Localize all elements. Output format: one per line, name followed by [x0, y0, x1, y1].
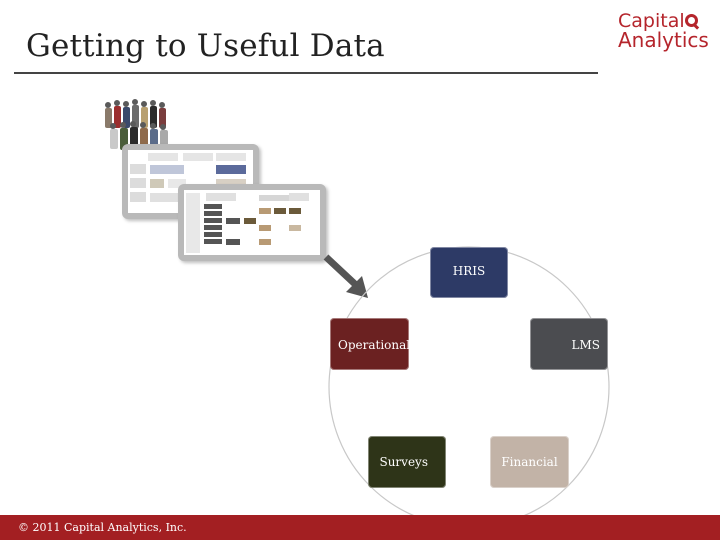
hris-label: HRIS: [452, 264, 486, 278]
down-right-arrow-icon: [323, 254, 368, 298]
title-underline: [14, 72, 598, 74]
logo-line-2: Analytics: [618, 28, 709, 52]
company-logo: Capital Analytics: [618, 10, 709, 58]
operational-label: Operational: [338, 338, 411, 352]
logo-line-1: Capital: [618, 10, 685, 32]
financial-label: Financial: [501, 455, 558, 469]
surveys-label: Surveys: [379, 455, 428, 469]
lms-label: LMS: [571, 338, 600, 352]
copyright-text: © 2011 Capital Analytics, Inc.: [18, 521, 187, 534]
logo-mark-icon: [685, 14, 698, 27]
lms-node: LMS: [530, 318, 608, 370]
data-table-document-thumbnail: [178, 184, 326, 261]
surveys-node: Surveys: [368, 436, 446, 488]
footer-bar: © 2011 Capital Analytics, Inc.: [0, 515, 720, 540]
hris-node: HRIS: [430, 247, 508, 298]
financial-node: Financial: [490, 436, 569, 488]
operational-node: Operational: [330, 318, 411, 370]
slide-title: Getting to Useful Data: [26, 28, 385, 64]
